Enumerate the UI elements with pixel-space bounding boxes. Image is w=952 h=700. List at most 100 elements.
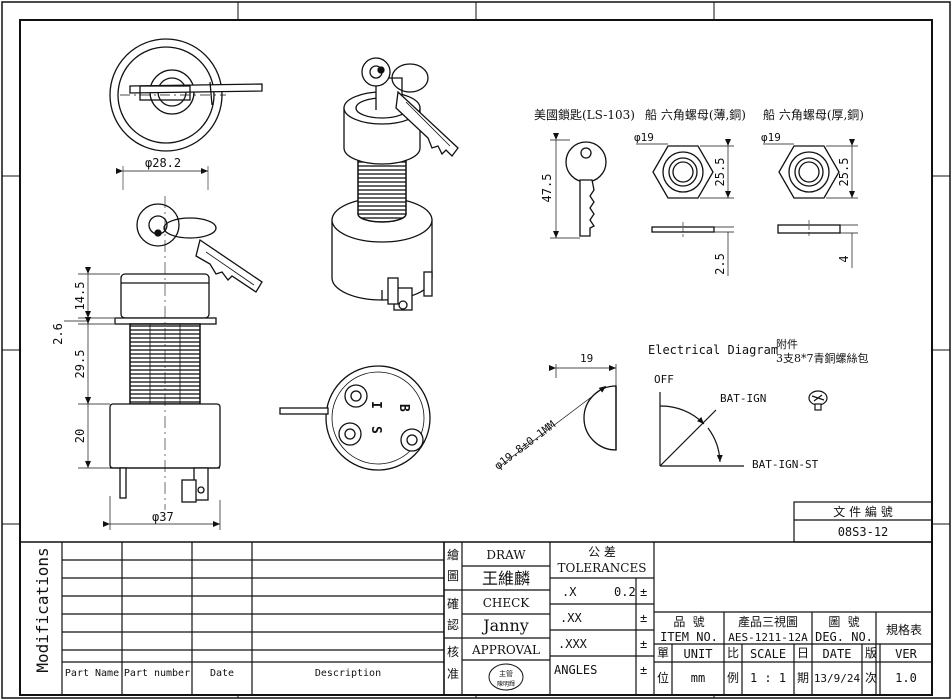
item-en: ITEM NO. <box>660 630 718 644</box>
side-dim-flange: 2.6 <box>51 323 65 345</box>
scale-cn-2: 例 <box>727 671 739 685</box>
nut-thick-drawing <box>777 145 841 238</box>
header-part-name: Part Name <box>65 668 119 679</box>
title-block: 品 號 ITEM NO. 產品三視圖 AES-1211-12A 圖 號 DEG.… <box>657 614 922 685</box>
ver-label: VER <box>895 647 917 661</box>
nut-thick-dims <box>763 139 858 268</box>
accessory-line2: 3支8*7青銅螺絲包 <box>776 351 869 365</box>
tol-label-x: .X <box>562 585 577 599</box>
nut-thick-thick: 4 <box>837 255 851 262</box>
draw-name: 王維麟 <box>482 569 530 588</box>
nut-thin-dims <box>636 139 734 276</box>
nut-thin-drawing <box>651 145 715 237</box>
draw-char-1: 繪 <box>447 547 459 562</box>
tol-sign-angles: ± <box>640 663 647 677</box>
nut-thin-dia: φ19 <box>634 131 654 144</box>
panel-cutout <box>583 385 617 451</box>
cutout-flat-dim: 19 <box>580 352 593 365</box>
nut-thin-across: 25.5 <box>713 158 727 187</box>
check-label: CHECK <box>483 596 531 610</box>
side-dim-body: 20 <box>73 429 87 443</box>
side-dim-bottom: φ37 <box>152 510 174 524</box>
pos-off: OFF <box>654 373 674 386</box>
tolerances-title-cn: 公 差 <box>588 545 616 559</box>
modifications-headers: Part Name Part number Date Description <box>65 668 381 679</box>
unit-cn-2: 位 <box>657 670 669 685</box>
item-cn: 品 號 <box>673 615 704 629</box>
unit-cn-1: 單 <box>657 646 669 660</box>
tol-label-xx: .XX <box>560 611 582 625</box>
stamp-top: 主管 <box>499 669 513 678</box>
stamp-bottom: 陳明輝 <box>497 680 515 688</box>
side-view <box>109 196 263 510</box>
spec-cn: 規格表 <box>886 622 922 637</box>
side-dimensions <box>64 267 221 530</box>
check-name: Janny <box>481 616 529 635</box>
key-drawing <box>565 141 607 237</box>
side-dim-thread: 29.5 <box>73 350 87 379</box>
modifications-title: Modifications <box>33 547 52 672</box>
tol-value-x: 0.2 <box>614 585 636 599</box>
scale-cn-1: 比 <box>727 646 739 660</box>
tol-sign-x: ± <box>640 585 647 599</box>
electrical-title: Electrical Diagram <box>648 343 778 357</box>
front-dim-width: φ28.2 <box>116 156 209 190</box>
scale-value: 1 : 1 <box>750 671 786 685</box>
switch-diagram <box>659 392 744 467</box>
side-dim-head: 14.5 <box>73 282 87 311</box>
tolerances-title-en: TOLERANCES <box>558 561 647 575</box>
tol-label-angles: ANGLES <box>554 663 597 677</box>
check-char-2: 認 <box>447 617 459 632</box>
pos-st: BAT-IGN-ST <box>752 458 819 471</box>
header-description: Description <box>315 668 381 679</box>
tolerance-rows: .X 0.2 ± .XX ± .XXX ± ANGLES ± <box>554 585 647 677</box>
key-title: 美國鎖匙(LS-103) <box>534 107 635 122</box>
ver-cn-1: 版 <box>865 646 877 660</box>
unit-value: mm <box>691 671 705 685</box>
doc-number-value: 08S3-12 <box>838 525 889 539</box>
rear-view <box>279 365 431 471</box>
key-dim <box>550 133 580 239</box>
isometric-view <box>331 57 459 311</box>
pos-ign: BAT-IGN <box>720 392 766 405</box>
nut-thick-title: 船 六角螺母(厚,銅) <box>763 108 864 122</box>
front-dim-width-text: φ28.2 <box>145 156 181 170</box>
nut-thick-dia: φ19 <box>761 131 781 144</box>
header-date: Date <box>210 668 234 679</box>
tol-sign-xx: ± <box>640 611 647 625</box>
tol-sign-xxx: ± <box>640 637 647 651</box>
approval-label: APPROVAL <box>471 643 540 657</box>
approval-stamp: 主管 陳明輝 <box>488 663 524 691</box>
ver-cn-2: 次 <box>865 671 877 685</box>
draw-char-2: 圖 <box>447 569 459 583</box>
rear-label-s: S <box>368 426 383 434</box>
accessory-line1: 附件 <box>776 337 798 351</box>
date-cn-2: 期 <box>797 671 809 685</box>
key-length-text: 47.5 <box>540 174 554 203</box>
date-cn-1: 日 <box>797 646 809 660</box>
title-block-grid <box>20 541 932 695</box>
rear-label-b: B <box>396 404 411 412</box>
date-label: DATE <box>823 647 852 661</box>
item-value: AES-1211-12A <box>728 631 808 644</box>
screw-icon <box>808 390 828 411</box>
nut-thin-title: 船 六角螺母(薄,銅) <box>645 107 746 122</box>
scale-label: SCALE <box>750 647 786 661</box>
doc-number-label: 文 件 編 號 <box>833 504 892 519</box>
item-value-cn: 產品三視圖 <box>738 614 798 629</box>
tol-label-xxx: .XXX <box>558 637 588 651</box>
deg-en: DEG. NO. <box>815 630 873 644</box>
unit-label: UNIT <box>684 647 713 661</box>
header-part-number: Part number <box>124 668 190 679</box>
front-view <box>109 38 263 152</box>
check-char-1: 確 <box>447 596 459 611</box>
nut-thin-thick: 2.5 <box>713 253 727 275</box>
cutout-dia-dim: φ19.8±0.1MM <box>492 418 558 472</box>
rear-label-i: I <box>368 401 383 409</box>
cutout-dims <box>499 364 617 467</box>
approval-char-2: 准 <box>447 667 459 681</box>
approvals: 繪 圖 DRAW 王維麟 確 認 CHECK Janny 核 准 APPROVA… <box>447 547 540 681</box>
ver-value: 1.0 <box>895 671 917 685</box>
